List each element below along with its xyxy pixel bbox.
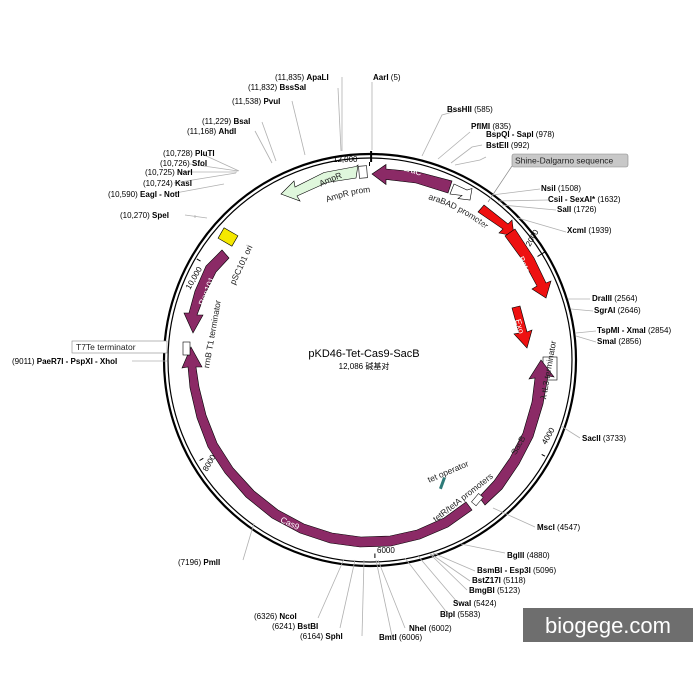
site-label[interactable]: BglII (4880)	[507, 551, 550, 560]
exo-label-group: Exo	[513, 318, 527, 335]
site-label[interactable]: BstEII (992)	[486, 141, 530, 150]
site-label[interactable]: SalI (1726)	[557, 205, 597, 214]
cas9-arrow[interactable]	[181, 346, 473, 548]
gam-arrow[interactable]	[477, 204, 515, 237]
site-label[interactable]: (9011) PaeR7I - PspXI - XhoI	[12, 357, 117, 366]
feature-arrows	[181, 163, 558, 548]
site-label[interactable]: (10,270) SpeI	[120, 211, 169, 220]
site-label[interactable]: (6326) NcoI	[254, 612, 297, 621]
site-label[interactable]: BlpI (5583)	[440, 610, 481, 619]
arabad-promoter-arrow[interactable]	[449, 183, 473, 201]
restriction-site-labels: AarI (5) BssHII (585) PflMI (835) BspQI …	[12, 73, 671, 642]
tick-label-2000: 2000	[524, 228, 541, 248]
site-label[interactable]: BmgBI (5123)	[469, 586, 520, 595]
site-leader-lines	[132, 77, 597, 637]
beta-arrow[interactable]	[504, 228, 552, 299]
t7te-label: T7Te terminator	[76, 342, 136, 352]
site-label[interactable]: MscI (4547)	[537, 523, 580, 532]
watermark-text: biogege.com	[545, 613, 671, 638]
exo-label: Exo	[513, 318, 527, 335]
site-label[interactable]: AarI (5)	[373, 73, 401, 82]
plasmid-size: 12,086 碱基对	[339, 361, 390, 371]
site-label[interactable]: BmtI (6006)	[379, 633, 422, 642]
site-label[interactable]: SmaI (2856)	[597, 337, 642, 346]
site-label[interactable]: BstZ17I (5118)	[472, 576, 526, 585]
plasmid-name: pKD46-Tet-Cas9-SacB	[308, 348, 419, 360]
rrnb-terminator-label: rrnB T1 terminator	[201, 299, 223, 369]
exo-arrow[interactable]	[511, 305, 533, 349]
site-label[interactable]: XcmI (1939)	[567, 226, 612, 235]
ampr-arrow[interactable]	[280, 164, 359, 202]
ampr-promoter-box[interactable]	[358, 165, 368, 179]
site-label[interactable]: (10,725) NarI	[145, 168, 193, 177]
tet-operator-box[interactable]	[439, 477, 446, 490]
tet-promoter-box[interactable]	[471, 493, 484, 507]
site-label[interactable]: SwaI (5424)	[453, 599, 497, 608]
site-label[interactable]: (10,724) KasI	[143, 179, 192, 188]
site-label[interactable]: BssHII (585)	[447, 105, 493, 114]
site-label[interactable]: SgrAI (2646)	[594, 306, 641, 315]
sacb-arrow[interactable]	[478, 359, 555, 506]
site-label[interactable]: TspMI - XmaI (2854)	[597, 326, 671, 335]
tick-label-6000: 6000	[377, 546, 395, 555]
site-label[interactable]: NsiI (1508)	[541, 184, 581, 193]
t7te-annotation[interactable]: T7Te terminator	[71, 340, 168, 354]
tet-operator-label: tet operator	[426, 458, 470, 484]
psc101-ori-label: pSC101 ori	[227, 243, 254, 286]
site-label[interactable]: (7196) PmlI	[178, 558, 220, 567]
rep101-arrow[interactable]	[183, 249, 230, 334]
site-label[interactable]: CsiI - SexAI* (1632)	[548, 195, 621, 204]
site-label[interactable]: (6164) SphI	[300, 632, 343, 641]
site-label[interactable]: (11,168) AhdI	[187, 127, 236, 136]
site-label[interactable]: (10,726) SfoI	[160, 159, 207, 168]
site-label[interactable]: (6241) BstBI	[272, 622, 318, 631]
shine-dalgarno-label: Shine-Dalgarno sequence	[515, 156, 614, 166]
site-label[interactable]: (11,229) BsaI	[202, 117, 250, 126]
site-label[interactable]: DraIII (2564)	[592, 294, 638, 303]
rrnb-terminator-box[interactable]	[182, 341, 191, 356]
site-label[interactable]: (11,538) PvuI	[232, 97, 280, 106]
site-label[interactable]: (10,728) PluTI	[163, 149, 215, 158]
site-label[interactable]: (10,590) EagI - NotI	[108, 190, 180, 199]
site-label[interactable]: BsmBI - Esp3I (5096)	[477, 566, 556, 575]
shine-dalgarno-annotation[interactable]: Shine-Dalgarno sequence	[487, 153, 629, 203]
site-label[interactable]: (11,832) BssSaI	[248, 83, 306, 92]
backbone-outer	[162, 152, 578, 568]
psc101-ori-box[interactable]	[217, 227, 239, 247]
site-label[interactable]: (11,835) ApaLI	[275, 73, 329, 82]
backbone-inner	[167, 157, 573, 563]
tick-label-12000: 12,000	[333, 155, 358, 164]
arac-arrow[interactable]	[371, 163, 453, 194]
site-label[interactable]: BspQI - SapI (978)	[486, 130, 555, 139]
site-label[interactable]: SacII (3733)	[582, 434, 626, 443]
site-label[interactable]: PflMI (835)	[471, 122, 511, 131]
site-label[interactable]: NheI (6002)	[409, 624, 452, 633]
watermark: biogege.com	[523, 608, 693, 642]
cas9-label: Cas9	[279, 514, 301, 532]
